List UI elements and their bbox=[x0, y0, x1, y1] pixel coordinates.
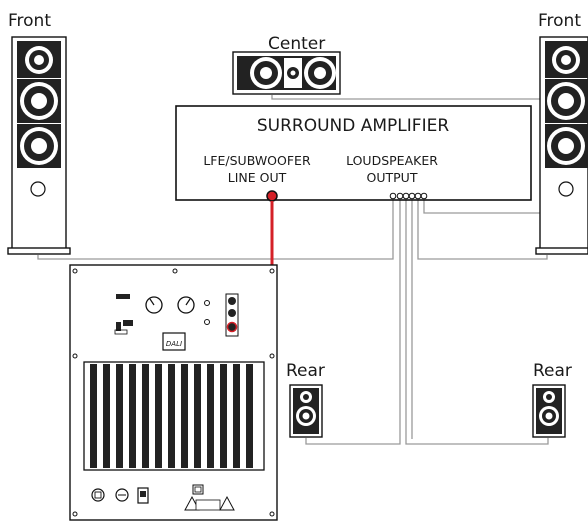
speaker-cables bbox=[37, 92, 555, 445]
loudspeaker-terminals bbox=[389, 192, 428, 200]
front-left-speaker bbox=[7, 36, 71, 255]
loudspeaker-label-line2: OUTPUT bbox=[367, 170, 418, 185]
front-right-speaker bbox=[535, 36, 588, 255]
lfe-label-line2: LINE OUT bbox=[228, 170, 287, 185]
subwoofer-panel: DALI bbox=[69, 264, 278, 521]
surround-amplifier: SURROUND AMPLIFIER LFE/SUBWOOFER LINE OU… bbox=[175, 105, 532, 202]
loudspeaker-label-line1: LOUDSPEAKER bbox=[346, 153, 438, 168]
lfe-output-jack bbox=[266, 190, 278, 202]
rear-left-label: Rear bbox=[286, 361, 325, 381]
front-right-label: Front bbox=[538, 11, 581, 31]
rear-right-speaker bbox=[532, 384, 566, 438]
front-left-label: Front bbox=[8, 11, 51, 31]
heatsink-fins bbox=[90, 364, 253, 468]
amplifier-title: SURROUND AMPLIFIER bbox=[257, 116, 449, 136]
lfe-label-line1: LFE/SUBWOOFER bbox=[203, 153, 311, 168]
rear-right-label: Rear bbox=[533, 361, 572, 381]
center-label: Center bbox=[268, 34, 325, 54]
center-speaker bbox=[232, 51, 341, 95]
rear-left-speaker bbox=[289, 384, 323, 438]
subwoofer-logo: DALI bbox=[166, 340, 182, 348]
lfe-input-jack bbox=[226, 321, 238, 333]
